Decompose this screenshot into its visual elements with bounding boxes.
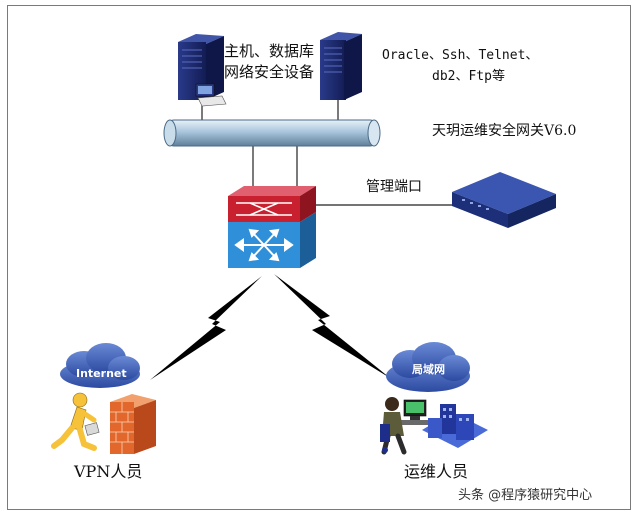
ops-user-label: 运维人员 xyxy=(404,462,469,481)
protocols-label-line1: Oracle、Ssh、Telnet、 xyxy=(382,48,539,63)
running-person-icon xyxy=(51,392,100,451)
gateway-label: 天玥运维安全网关V6.0 xyxy=(432,123,577,139)
hosts-label: 主机、数据库 xyxy=(224,42,315,60)
lightning-link-icon xyxy=(274,274,390,378)
protocols-label-line2: db2、Ftp等 xyxy=(432,69,505,84)
lan-cloud-label: 局域网 xyxy=(412,363,445,376)
vpn-user-label: VPN人员 xyxy=(74,462,143,481)
server-icon xyxy=(320,32,362,100)
server-icon xyxy=(178,34,227,107)
network-devices-label: 网络安全设备 xyxy=(224,63,315,81)
cloud-icon xyxy=(60,343,140,388)
diagram-frame xyxy=(7,5,631,510)
switch-icon xyxy=(228,186,316,268)
operator-workstation-icon xyxy=(380,397,488,455)
cloud-icon xyxy=(386,342,470,392)
network-bus-icon xyxy=(163,119,381,147)
appliance-icon xyxy=(452,172,556,228)
firewall-icon xyxy=(110,394,156,454)
lightning-link-icon xyxy=(150,276,262,380)
mgmt-port-label: 管理端口 xyxy=(366,179,422,195)
internet-cloud-label: Internet xyxy=(76,367,127,380)
watermark: 头条 @程序猿研究中心 xyxy=(458,488,593,503)
